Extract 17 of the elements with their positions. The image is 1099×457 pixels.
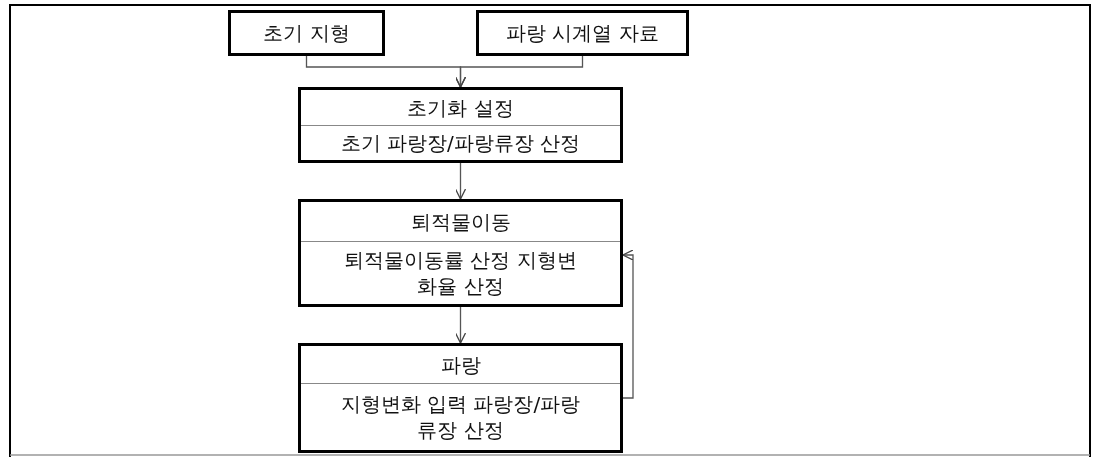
process-box: [298, 87, 623, 163]
box-heading: 파랑: [440, 351, 481, 378]
box-heading: 초기화 설정: [407, 94, 514, 121]
arrow: [622, 249, 634, 399]
box-heading: 퇴적물이동: [410, 208, 511, 235]
process-box: [228, 10, 385, 56]
process-box: [298, 199, 623, 307]
box-heading: 초기 지형: [263, 20, 350, 46]
process-box: [298, 343, 623, 453]
box-heading: 파랑 시계열 자료: [506, 20, 659, 46]
arrow: [454, 306, 467, 344]
process-box: [476, 10, 689, 56]
arrow: [454, 162, 467, 200]
box-text: 퇴적물이동률 산정 지형변화율 산정: [343, 247, 578, 299]
arrow: [454, 55, 584, 88]
box-text: 지형변화 입력 파랑장/파랑류장 산정: [340, 391, 581, 443]
box-text: 초기 파랑장/파랑류장 산정: [340, 130, 581, 156]
